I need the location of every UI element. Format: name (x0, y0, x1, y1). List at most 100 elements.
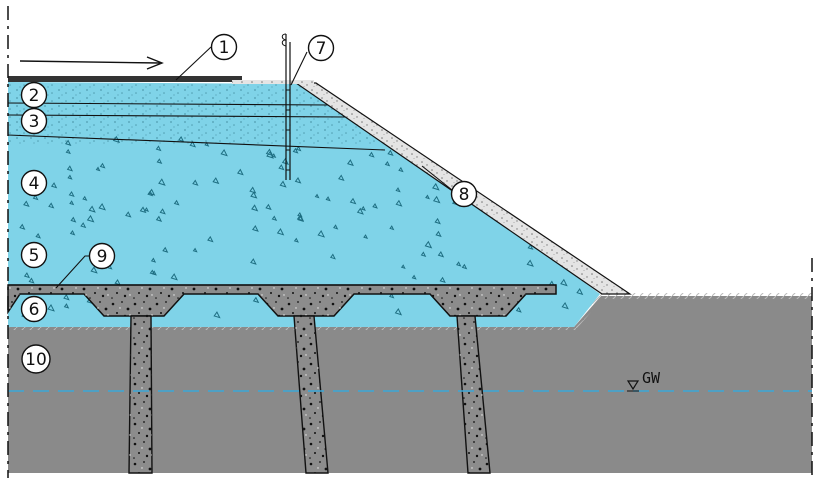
aggregate-triangle (395, 199, 403, 207)
monitoring-rod (281, 33, 291, 180)
aggregate-triangle (149, 269, 156, 276)
aggregate-triangle (251, 204, 259, 212)
aggregate-triangle (69, 229, 76, 236)
pile (293, 315, 329, 474)
aggregate-triangle (147, 190, 154, 197)
aggregate-triangle (325, 196, 331, 202)
aggregate-triangle (276, 228, 285, 236)
aggregate-triangle (170, 273, 178, 281)
aggregate-triangle (437, 251, 445, 258)
aggregate-triangle (158, 178, 166, 186)
callout-4: 4 (20, 169, 48, 197)
aggregate-triangle (19, 223, 26, 230)
aggregate-triangle (515, 306, 522, 313)
aggregate-triangle (387, 149, 394, 156)
callout-8: 8 (450, 180, 478, 208)
aggregate-triangle (150, 257, 157, 263)
callout-3-label: 3 (29, 112, 40, 132)
aggregate-triangle (237, 168, 244, 176)
callouts: 1 2 3 4 5 6 7 8 (20, 33, 478, 374)
aggregate-triangle (114, 279, 121, 286)
aggregate-triangle (363, 234, 369, 240)
aggregate-triangle (278, 164, 285, 171)
aggregate-triangle (395, 187, 401, 193)
aggregate-triangle (411, 274, 417, 280)
aggregate-triangle (86, 214, 95, 223)
aggregate-triangle (82, 195, 88, 201)
aggregate-triangle (461, 263, 468, 270)
aggregate-triangle (338, 174, 345, 182)
aggregate-triangle (271, 153, 277, 158)
aggregate-triangle (90, 266, 98, 274)
aggregate-triangle (372, 203, 378, 209)
aggregate-triangle (526, 259, 534, 267)
aggregate-triangle (69, 200, 75, 206)
layer-boundaries (7, 102, 386, 151)
aggregate-triangle (212, 177, 220, 185)
callout-9-label: 9 (97, 247, 108, 267)
aggregate-triangle (292, 147, 299, 154)
callout-6-label: 6 (29, 300, 40, 320)
aggregate-triangle (98, 202, 106, 211)
aggregate-triangle (99, 162, 106, 169)
aggregate-triangle (279, 180, 287, 188)
aggregate-triangle (347, 159, 354, 167)
aggregate-triangle (484, 168, 490, 175)
callout-3: 3 (20, 107, 48, 135)
aggregate-triangle (23, 272, 31, 279)
aggregate-triangle (420, 251, 427, 258)
aggregate-triangle (443, 148, 450, 155)
aggregate-triangle (368, 151, 375, 158)
aggregate-triangle (192, 179, 199, 186)
callout-7: 7 (307, 34, 335, 62)
callout-2-label: 2 (29, 86, 40, 106)
callout-7-label: 7 (316, 39, 327, 59)
aggregate-triangle (432, 182, 440, 191)
callout-10: 10 (21, 344, 51, 374)
pile (456, 315, 491, 474)
aggregate-triangle (281, 157, 290, 165)
aggregate-triangle (561, 301, 569, 310)
aggregate-triangle (424, 240, 433, 249)
aggregate-triangle (204, 141, 210, 147)
aggregate-triangle (435, 230, 442, 238)
aggregate-triangle (50, 182, 58, 189)
aggregate-triangle (434, 217, 441, 225)
aggregate-triangle (398, 166, 404, 173)
aggregate-triangle (571, 216, 577, 223)
aggregate-triangle (68, 190, 75, 198)
aggregate-triangle (293, 237, 299, 243)
aggregate-triangle (155, 215, 163, 222)
aggregate-triangle (125, 211, 132, 218)
road-surface (8, 76, 314, 84)
aggregate-triangle (297, 215, 304, 222)
water-level-triangle-icon (626, 380, 640, 391)
aggregate-triangle (88, 205, 96, 213)
aggregate-triangle (560, 278, 568, 287)
aggregate-triangle (394, 308, 403, 316)
aggregate-triangle (67, 174, 73, 180)
aggregate-triangle (265, 148, 274, 157)
aggregate-triangle (573, 249, 581, 257)
aggregate-triangle (65, 148, 71, 155)
aggregate-triangle (220, 148, 228, 157)
aggregate-triangle (384, 160, 391, 167)
callout-1-label: 1 (219, 38, 230, 58)
aggregate-triangle (516, 198, 523, 204)
aggregate-triangle (295, 145, 302, 152)
callout-1: 1 (210, 33, 238, 61)
aggregate-triangle (388, 292, 395, 299)
callout-4-label: 4 (29, 174, 40, 194)
callout-9: 9 (88, 242, 116, 270)
aggregate-triangle (294, 176, 302, 184)
aggregate-triangle (271, 215, 278, 222)
piles (128, 315, 491, 474)
aggregate-triangle (425, 194, 430, 200)
aggregate-triangle (400, 264, 406, 270)
aggregate-triangle (63, 293, 70, 301)
aggregate-triangle (70, 216, 77, 223)
aggregate-triangle (189, 140, 197, 148)
callout-2: 2 (20, 81, 48, 109)
groundwater-label: GW (642, 369, 661, 387)
